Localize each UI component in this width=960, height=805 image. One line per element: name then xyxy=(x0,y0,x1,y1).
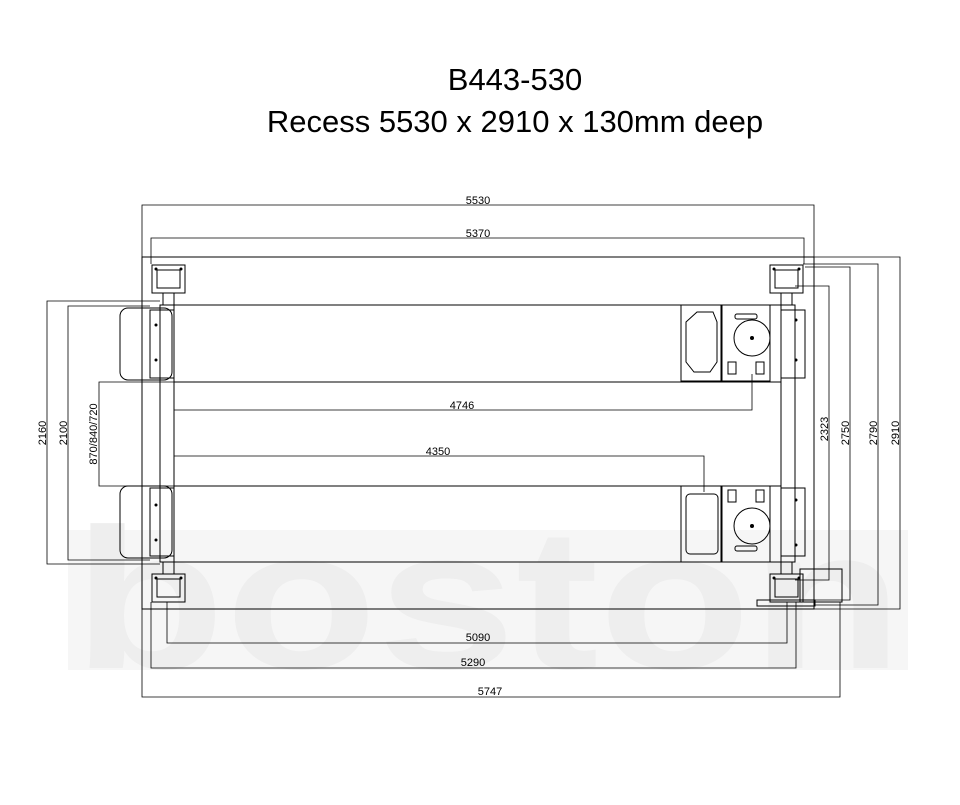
dimension-2750: 2750 xyxy=(805,266,852,601)
dimension-label: 5370 xyxy=(466,228,490,240)
dimension-label: 870/840/720 xyxy=(88,403,100,464)
dimension-label: 5290 xyxy=(461,657,485,669)
dimension-label: 5747 xyxy=(478,686,502,698)
diagram-title: B443-530 xyxy=(447,62,583,97)
dimension-label: 2750 xyxy=(840,421,852,445)
runway-bottom xyxy=(173,485,782,563)
slip-plate-bottom xyxy=(680,485,722,563)
dimension-5290: 5290 xyxy=(150,602,797,669)
post-top-left xyxy=(151,264,186,306)
dimension-2100: 2100 xyxy=(58,305,150,561)
dimension-5370: 5370 xyxy=(150,228,805,264)
dimension-label: 5530 xyxy=(466,195,490,207)
dimension-label: 2790 xyxy=(868,421,880,445)
turntable-top xyxy=(721,304,771,382)
power-unit xyxy=(756,568,843,607)
dimension-label: 2100 xyxy=(58,421,70,445)
dimension-label: 2323 xyxy=(819,417,831,441)
dimension-label: 2910 xyxy=(890,421,902,445)
dimension-5747: 5747 xyxy=(141,602,841,698)
dimension-2790: 2790 xyxy=(803,263,880,606)
dimension-label: 2160 xyxy=(37,421,49,445)
runway-top xyxy=(173,304,782,383)
recess-outline xyxy=(141,256,815,610)
dimension-5090: 5090 xyxy=(166,602,788,644)
dimension-2160: 2160 xyxy=(37,300,160,565)
dimension-870-840-720: 870/840/720 xyxy=(88,381,174,487)
dimension-5530: 5530 xyxy=(141,195,815,257)
dimension-4746: 4746 xyxy=(174,374,753,412)
dimension-label: 4350 xyxy=(426,446,450,458)
dimension-label: 4746 xyxy=(450,400,474,412)
diagram-subtitle: Recess 5530 x 2910 x 130mm deep xyxy=(266,104,764,139)
turntable-bottom xyxy=(721,485,771,563)
dimension-4350: 4350 xyxy=(174,446,705,492)
dimension-2910: 2910 xyxy=(814,256,902,610)
slip-plate-top xyxy=(680,304,722,382)
dimension-label: 5090 xyxy=(466,632,490,644)
dimension-2323: 2323 xyxy=(795,285,831,581)
post-top-right xyxy=(769,264,804,306)
